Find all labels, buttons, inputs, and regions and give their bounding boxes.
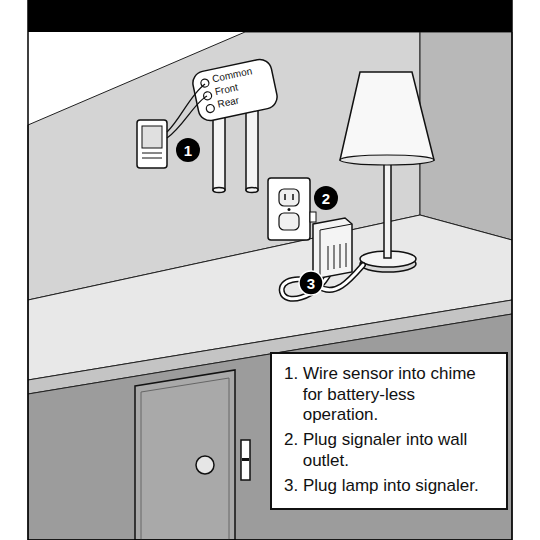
sensor-wire — [167, 96, 207, 138]
signaler-edge — [320, 230, 321, 278]
chime-tube-end — [213, 188, 225, 193]
receptacle — [279, 213, 299, 230]
instruction-step: 1. Wire sensor into chime for battery-le… — [284, 364, 494, 426]
signaler-vent — [346, 243, 347, 267]
door-knob — [196, 456, 214, 474]
signaler-edge — [320, 224, 352, 230]
frame — [28, 0, 512, 540]
door-sensor — [241, 440, 250, 480]
instruction-box: 1. Wire sensor into chime for battery-le… — [270, 352, 508, 510]
cabinet-door — [135, 370, 235, 540]
instruction-step: 3. Plug lamp into signaler. — [284, 476, 494, 497]
side-wall — [420, 32, 512, 240]
sensor-wire — [167, 84, 205, 132]
callout-number: 2 — [314, 186, 338, 210]
outlet-slot — [284, 194, 286, 200]
chime-tube — [246, 104, 258, 190]
chime-unit — [191, 57, 280, 123]
signaler-vent — [334, 245, 335, 269]
instruction-step: 2. Plug signaler into wall outlet. — [284, 430, 494, 471]
callout-number: 1 — [176, 138, 200, 162]
outlet-screw — [288, 208, 291, 211]
lamp-stem — [384, 158, 391, 258]
callout-circle — [314, 186, 338, 210]
lamp-shade-rim — [340, 155, 434, 165]
lamp-shade — [340, 72, 434, 160]
chime-tube — [213, 112, 225, 190]
signaler — [313, 218, 352, 278]
wireless-sensor — [137, 120, 167, 168]
signaler-plug — [310, 212, 316, 222]
callout-circle — [299, 271, 323, 295]
sensor-line — [142, 153, 162, 154]
signaler-vent — [340, 244, 341, 268]
ceiling — [28, 0, 512, 540]
terminal-screw — [206, 104, 215, 113]
callout-circle — [176, 138, 200, 162]
sensor-line — [142, 158, 162, 159]
sensor-face — [142, 126, 162, 148]
chime-tube-end — [246, 188, 258, 193]
door-panel — [141, 378, 229, 540]
chime-body — [191, 57, 280, 123]
signaler-vent — [328, 246, 329, 270]
receptacle — [279, 189, 299, 206]
outlet-slot — [292, 194, 294, 200]
top-bar — [28, 0, 512, 32]
callout-number: 3 — [299, 271, 323, 295]
door-sensor-mark — [242, 458, 249, 461]
cabinet-front — [28, 314, 512, 540]
wall-outlet — [268, 178, 310, 240]
terminal-screw — [203, 91, 212, 100]
